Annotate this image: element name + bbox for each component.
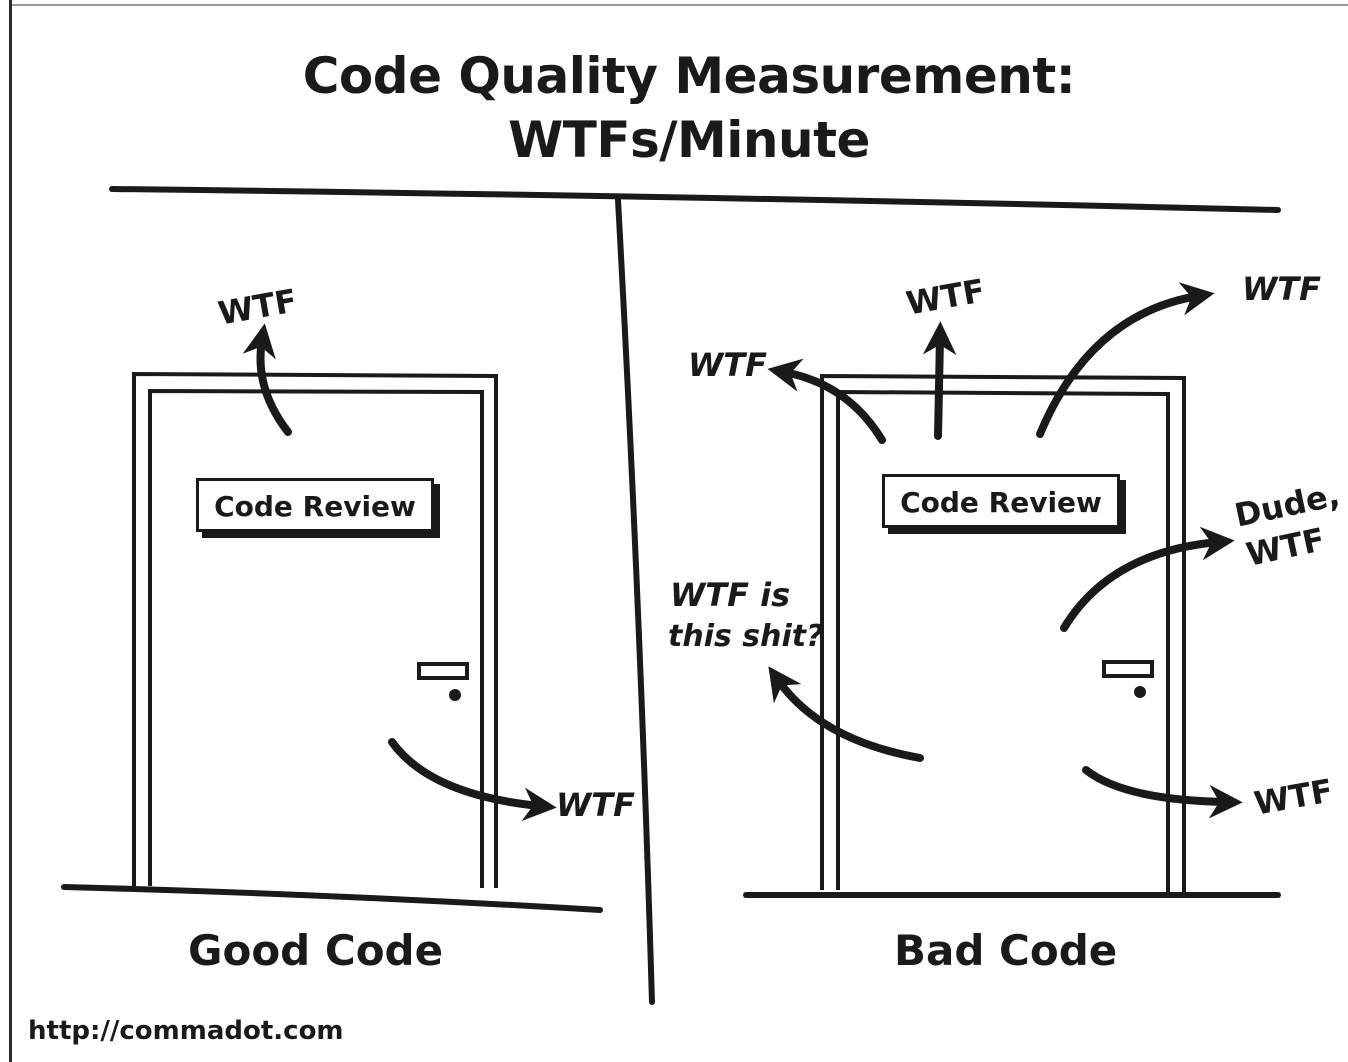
right-door-frame-outer: [820, 373, 1186, 892]
panel-divider: [615, 197, 655, 1005]
left-sign-text: Code Review: [214, 490, 416, 523]
left-door-frame-inner: [148, 388, 484, 888]
left-door-knob: [449, 689, 461, 701]
frame-left-edge: [0, 0, 12, 1062]
right-door: [820, 373, 1186, 892]
left-wtf-right: WTF: [556, 786, 635, 824]
left-door-knob-plate: [417, 662, 469, 680]
right-arrow-dude: [1060, 526, 1235, 632]
right-door-knob: [1134, 686, 1146, 698]
left-floor-line: [61, 884, 603, 913]
bad-code-caption: Bad Code: [894, 926, 1118, 975]
title-line-1: Code Quality Measurement:: [302, 47, 1076, 105]
left-arrow-up: [242, 323, 292, 436]
right-wtf-shit-line-2: this shit?: [668, 619, 824, 654]
right-arrow-upright: [1036, 282, 1215, 438]
right-code-review-sign: Code Review: [882, 474, 1120, 528]
left-arrow-right: [388, 738, 557, 822]
right-arrow-downright: [1082, 766, 1243, 819]
right-wtf-top-right: WTF: [1242, 270, 1321, 308]
right-arrow-upleft: [767, 358, 886, 444]
good-code-caption: Good Code: [188, 926, 444, 975]
right-door-knob-plate: [1102, 660, 1154, 678]
left-door-frame-outer: [132, 371, 498, 888]
right-wtf-left: WTF: [688, 346, 767, 384]
right-arrow-downleft: [768, 666, 924, 762]
left-code-review-sign: Code Review: [196, 478, 434, 532]
source-url: http://commadot.com: [28, 1016, 344, 1046]
comic-title: Code Quality Measurement: WTFs/Minute: [0, 44, 1348, 172]
right-door-frame-inner: [836, 389, 1170, 892]
right-sign-text: Code Review: [900, 486, 1102, 519]
title-line-2: WTFs/Minute: [508, 111, 870, 169]
right-wtf-shit-line-1: WTF is: [670, 576, 791, 614]
right-arrow-up: [922, 321, 957, 440]
left-door: [132, 371, 498, 888]
ceiling-line: [109, 186, 1281, 213]
frame-top-edge: [0, 0, 1348, 6]
